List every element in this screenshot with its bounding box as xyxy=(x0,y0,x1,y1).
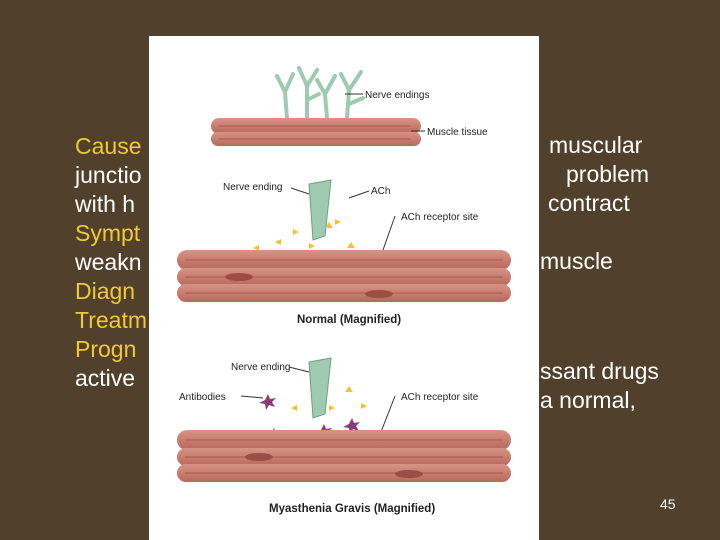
page-number: 45 xyxy=(660,496,676,512)
label-mg-nerve-ending: Nerve ending xyxy=(231,362,290,373)
bullet-tail-drugs: ssant drugs xyxy=(540,358,659,384)
caption-normal: Normal (Magnified) xyxy=(297,314,401,326)
label-normal-nerve-ending: Nerve ending xyxy=(223,182,282,193)
bullet-tail-normal: a normal, xyxy=(540,387,636,413)
bullet-head-cause: Cause xyxy=(75,133,142,159)
bullet-head-weakness: weakn xyxy=(75,249,142,275)
figure-svg: Nerve endings Muscle tissue Nerve ending… xyxy=(177,66,511,515)
bullet-head-treatment: Treatm xyxy=(75,307,147,333)
label-normal-receptor: ACh receptor site xyxy=(401,212,479,223)
bullet-tail-muscle: muscle xyxy=(540,248,613,274)
bullet-tail-problem: problem xyxy=(566,161,650,187)
bullet-head-active: active xyxy=(75,365,136,391)
normal-nerve-terminal xyxy=(308,179,332,241)
bullet-tail-muscular: muscular xyxy=(549,132,643,158)
bullet-head-with: with h xyxy=(75,191,136,217)
caption-mg: Myasthenia Gravis (Magnified) xyxy=(269,503,435,515)
bullet-head-symptoms: Sympt xyxy=(75,220,141,246)
label-nerve-endings: Nerve endings xyxy=(365,90,429,101)
bullet-head-junction: junctio xyxy=(75,162,142,188)
bullet-head-diagnosis: Diagn xyxy=(75,278,136,304)
nerve-endings-illustration xyxy=(275,66,365,120)
bullet-tail-contract: contract xyxy=(548,190,630,216)
label-antibodies: Antibodies xyxy=(179,392,226,403)
label-ach: ACh xyxy=(371,186,390,197)
bullet-list: Cause junctio with h Sympt weakn Diagn T… xyxy=(75,132,147,393)
muscle-tissue-top xyxy=(211,118,421,146)
bullet-head-prognosis: Progn xyxy=(75,336,137,362)
label-mg-receptor: ACh receptor site xyxy=(401,392,479,403)
muscle-tissue-mg xyxy=(177,430,511,482)
muscle-tissue-normal xyxy=(177,250,511,302)
normal-ach-molecules xyxy=(253,219,355,257)
mg-ach-molecules xyxy=(291,386,367,411)
myasthenia-figure: Nerve endings Muscle tissue Nerve ending… xyxy=(149,36,539,540)
label-muscle-tissue: Muscle tissue xyxy=(427,127,488,138)
mg-nerve-terminal xyxy=(308,357,332,419)
